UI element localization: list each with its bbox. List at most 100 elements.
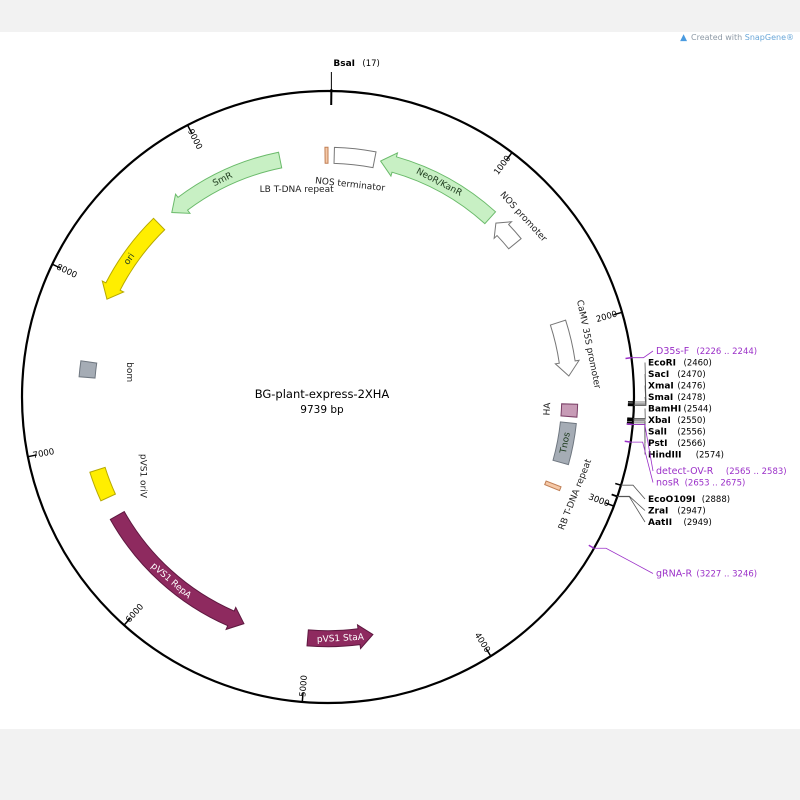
tick-5000 [301, 692, 304, 702]
tick-label-5000: 5000 [298, 675, 310, 697]
site-leader-ecori [633, 362, 647, 403]
site-leader-zrai [617, 495, 646, 511]
site-pos-nosr: (2653 .. 2675) [685, 479, 746, 489]
feature-label-lb-t-dna-repeat: LB T-DNA repeat [260, 185, 334, 195]
site-name-saci: SacI [648, 370, 669, 380]
feature-label-ha: HA [543, 402, 554, 416]
tick-9000 [186, 124, 193, 134]
top-band [0, 0, 800, 32]
feature-label-pvs1-oriv: pVS1 oriV [137, 454, 147, 499]
tick-label-2000: 2000 [595, 309, 619, 325]
credit-mark: ® [786, 33, 794, 42]
feature-label-pvs1-repa: pVS1 RepA [149, 561, 194, 601]
feature-lb-t-dna-repeat [324, 146, 329, 164]
feature-tnos [552, 421, 577, 466]
bottom-band [0, 729, 800, 800]
site-name-zrai: ZraI [648, 507, 668, 517]
site-pos-xbai: (2550) [677, 416, 705, 426]
site-mark-aatii [611, 494, 618, 498]
site-pos-smai: (2478) [677, 393, 705, 403]
site-leader-hindiii [632, 424, 646, 455]
site-pos-ecoo109i: (2888) [702, 495, 730, 505]
feature-nos-terminator [333, 146, 377, 169]
tick-7000 [27, 454, 37, 458]
feature-label-bom: bom [124, 362, 134, 382]
site-pos-sali: (2556) [677, 428, 705, 438]
site-name-ecori: EcoRI [648, 359, 676, 369]
tick-label-9000: 9000 [185, 128, 204, 152]
site-name-bamhi: BamHI [648, 405, 681, 415]
tick-1000 [505, 152, 513, 161]
snapgene-logo-icon: ▲ [680, 33, 688, 43]
site-pos-d35s-f: (2226 .. 2244) [696, 347, 757, 357]
site-name-bsai: BsaI [333, 59, 355, 69]
site-name-hindiii: HindIII [648, 451, 682, 461]
site-mark-d35s-f [625, 356, 632, 360]
site-mark-nosr [624, 440, 631, 443]
site-name-ecoo109i: EcoO109I [648, 495, 695, 505]
site-name-aatii: AatII [648, 518, 672, 528]
backbone-circle [20, 89, 636, 705]
site-leader-d35s-f [631, 350, 654, 359]
credit-brand: SnapGene [744, 33, 786, 42]
tick-label-1000: 1000 [492, 154, 513, 177]
snapgene-credit[interactable]: ▲Created with SnapGene® [680, 33, 794, 43]
credit-prefix: Created with [691, 33, 745, 42]
site-leader-aatii [617, 496, 646, 523]
feature-smr [171, 151, 283, 214]
site-mark-detect-ov-r [626, 423, 633, 426]
tick-6000 [123, 617, 131, 626]
plasmid-name: BG-plant-express-2XHA [255, 387, 390, 401]
feature-label-tnos: Tnos [559, 431, 573, 455]
tick-8000 [51, 263, 61, 269]
site-name-detect-ov-r: detect-OV-R [656, 466, 714, 477]
site-leader-grna-r [594, 547, 654, 574]
site-leader-detect-ov-r [632, 424, 654, 472]
feature-pvs1-repa [109, 510, 245, 631]
feature-ori [101, 217, 166, 300]
feature-pvs1-staa [306, 623, 374, 650]
site-name-smai: SmaI [648, 393, 673, 403]
site-leader-psti [632, 422, 646, 444]
tick-4000 [485, 648, 492, 657]
site-leader-saci [633, 373, 647, 405]
site-leader-ecoo109i [621, 484, 646, 500]
sites-layer: BsaI (17) D35s-F (2226 .. 2244) EcoRI (2460) S… [330, 59, 787, 580]
feature-rb-t-dna-repeat [544, 480, 562, 492]
site-pos-hindiii: (2574) [696, 451, 724, 461]
site-mark-grna-r [588, 544, 595, 549]
tick-label-3000: 3000 [587, 492, 611, 509]
site-leader-smai [633, 396, 647, 406]
site-name-xbai: XbaI [648, 416, 671, 426]
site-pos-detect-ov-r: (2565 .. 2583) [726, 467, 787, 477]
tick-label-8000: 8000 [55, 262, 79, 280]
feature-camv-35s-promoter [549, 319, 581, 377]
site-pos-psti: (2566) [677, 439, 705, 449]
site-mark-ecoo109i [615, 482, 622, 486]
site-name-xmai: XmaI [648, 382, 674, 392]
site-pos-zrai: (2947) [677, 507, 705, 517]
site-pos-grna-r: (3227 .. 3246) [696, 570, 757, 580]
site-name-grna-r: gRNA-R [656, 569, 692, 580]
plasmid-size: 9739 bp [300, 404, 344, 416]
feature-neor-kanr [379, 152, 497, 225]
feature-label-camv-35s-promoter: CaMV 35S promoter [574, 299, 602, 390]
site-pos-xmai: (2476) [677, 382, 705, 392]
site-pos-ecori: (2460) [684, 359, 712, 369]
tick-label-7000: 7000 [32, 447, 55, 461]
site-leader-bamhi [633, 408, 646, 419]
tick-label-6000: 6000 [124, 602, 146, 625]
feature-ha [560, 403, 579, 418]
tick-label-4000: 4000 [472, 631, 492, 655]
site-name-d35s-f: D35s-F [656, 346, 689, 357]
site-mark-psti [626, 421, 633, 424]
site-name-psti: PstI [648, 439, 667, 449]
site-name-sali: SalI [648, 428, 667, 438]
site-pos-bsai: (17) [362, 59, 379, 69]
site-pos-saci: (2470) [677, 370, 705, 380]
feature-nos-promoter [493, 221, 522, 250]
tick-2000 [613, 311, 623, 316]
feature-bom [78, 360, 98, 379]
site-leader-nosr [630, 441, 654, 483]
